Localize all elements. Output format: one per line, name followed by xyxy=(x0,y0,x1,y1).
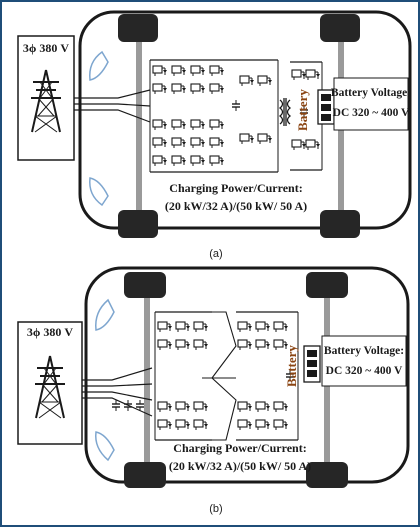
wheel-b-rr xyxy=(306,462,348,488)
rectifier-a xyxy=(149,59,228,173)
inverter-b xyxy=(236,311,299,441)
panel-a: 3ϕ 380 V xyxy=(17,10,412,260)
coupling-b xyxy=(202,311,237,441)
rectifier-b xyxy=(154,311,212,441)
source-label-a: 3ϕ 380 V xyxy=(23,41,69,55)
panel-b: 3ϕ 380 V xyxy=(17,266,410,515)
wheel-b-rl xyxy=(124,462,166,488)
input-wires-b xyxy=(82,367,153,417)
wheel-b-fl xyxy=(124,272,166,298)
wheel-b-fr xyxy=(306,272,348,298)
axle-b-front xyxy=(144,294,150,470)
battery-voltage-title-a: Battery Voltage: xyxy=(331,87,411,99)
battery-voltage-box-b xyxy=(321,335,407,387)
battery-voltage-box-a xyxy=(333,77,409,131)
battery-label-b: Battery xyxy=(284,345,299,387)
battery-b xyxy=(303,345,321,383)
dc-link-a xyxy=(228,59,279,173)
power-value-a: (20 kW/32 A)/(50 kW/ 50 A) xyxy=(165,199,307,213)
caption-b: (b) xyxy=(209,503,222,515)
battery-voltage-value-a: DC 320 ~ 400 V xyxy=(333,107,410,119)
transformer-a xyxy=(278,98,292,126)
battery-a xyxy=(317,89,335,125)
input-wires-a xyxy=(74,89,151,123)
caption-a: (a) xyxy=(209,248,222,260)
window-b-bottom xyxy=(95,431,115,462)
axle-a-front xyxy=(136,38,142,216)
battery-voltage-title-b: Battery Voltage: xyxy=(324,345,404,357)
source-label-b: 3ϕ 380 V xyxy=(27,325,73,339)
power-title-a: Charging Power/Current: xyxy=(169,181,302,195)
window-a-top xyxy=(89,50,109,81)
wheel-a-rr xyxy=(320,210,360,238)
wheel-a-rl xyxy=(118,210,158,238)
power-title-b: Charging Power/Current: xyxy=(173,441,306,455)
wheel-a-fr xyxy=(320,14,360,42)
battery-label-a: Battery xyxy=(295,89,310,131)
power-value-b: (20 kW/32 A)/(50 kW/ 50 A) xyxy=(169,459,311,473)
window-b-top xyxy=(95,298,115,331)
wheel-a-fl xyxy=(118,14,158,42)
window-a-bottom xyxy=(89,177,109,207)
battery-voltage-value-b: DC 320 ~ 400 V xyxy=(326,365,403,377)
